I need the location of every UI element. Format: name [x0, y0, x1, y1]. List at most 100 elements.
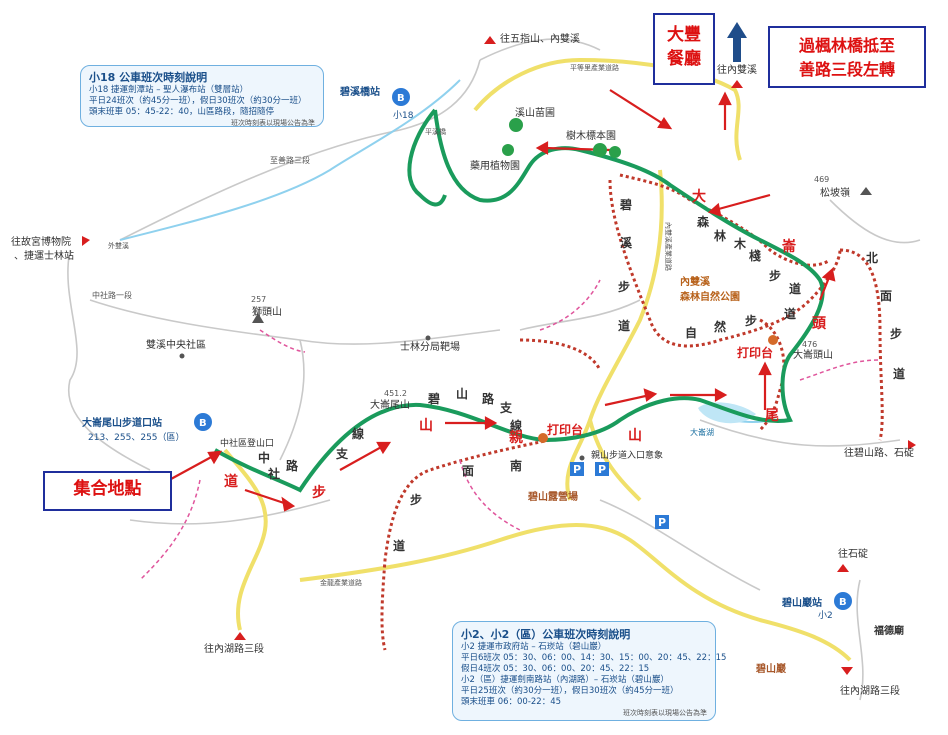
svg-text:步: 步 — [769, 268, 781, 283]
svg-text:路: 路 — [286, 458, 299, 473]
bus18-title: 小18 公車班次時刻說明 — [89, 71, 208, 84]
svg-text:打印台: 打印台 — [737, 345, 773, 360]
label-trailhead: 大崙尾山步道口站 — [82, 416, 162, 429]
svg-text:道: 道 — [784, 306, 796, 321]
svg-text:碧: 碧 — [619, 197, 632, 212]
label-park-1: 內雙溪 — [680, 275, 711, 288]
svg-text:步: 步 — [745, 313, 757, 328]
label-dachongtou: 大崙頭山 — [793, 348, 833, 361]
svg-text:步: 步 — [890, 326, 902, 341]
svg-text:B: B — [199, 418, 207, 429]
label-dachong: 大崙尾山 — [370, 398, 410, 411]
svg-text:山: 山 — [456, 386, 468, 401]
bus2-foot: 班次時刻表以現場公告為準 — [623, 709, 707, 717]
direction-markers — [82, 36, 916, 675]
svg-text:打印台: 打印台 — [547, 422, 583, 437]
svg-text:大: 大 — [692, 188, 706, 205]
label-road3: 金龍產業道路 — [320, 578, 362, 587]
svg-text:步: 步 — [410, 492, 422, 507]
svg-text:P: P — [658, 516, 666, 529]
label-xiao18: 小18 — [393, 110, 414, 121]
label-ox1: 外雙溪 — [108, 241, 129, 250]
label-shitou-alt: 257 — [251, 295, 266, 304]
label-neihu-b: 往內湖路三段 — [840, 684, 900, 697]
svg-text:線: 線 — [510, 418, 522, 433]
svg-text:山: 山 — [628, 428, 642, 444]
point-markers — [179, 335, 585, 461]
label-gugong-1: 往故宮博物院 — [11, 235, 71, 248]
turn-line2: 善路三段左轉 — [798, 60, 895, 79]
label-xiaoshan: 溪山苗圃 — [515, 107, 555, 119]
label-bishanlu: 往碧山路、石碇 — [844, 446, 914, 459]
svg-text:面: 面 — [880, 289, 892, 303]
bus18-l2: 平日24班次（約45分一班），假日30班次（約30分一班） — [89, 96, 307, 106]
label-neihu-a: 往內湖路三段 — [204, 642, 264, 655]
label-shumu: 樹木標本園 — [566, 129, 616, 142]
svg-text:P: P — [598, 463, 606, 476]
svg-text:道: 道 — [393, 538, 405, 553]
label-songbo: 松坡嶺 — [820, 186, 850, 199]
svg-text:步: 步 — [312, 484, 326, 501]
bus2-l1: 小2 捷運市政府站 – 石崁站（碧山巖） — [461, 642, 607, 652]
svg-text:中: 中 — [258, 450, 270, 465]
label-zhongshe-rd: 中社路一段 — [92, 290, 132, 300]
label-dachong-alt: 451.2 — [384, 389, 407, 398]
svg-text:親: 親 — [509, 429, 523, 446]
label-bishanyan-stop: 碧山巖站 — [781, 596, 822, 609]
bus2-l4: 小2（區）捷運劍南路站（內湖路）– 石崁站（碧山巖） — [461, 675, 669, 685]
label-pingxi: 平溪橋 — [425, 127, 446, 136]
direction-arrows — [159, 89, 836, 512]
label-bishan-camp: 碧山露營場 — [527, 490, 578, 503]
label-fudemiao: 福德廟 — [873, 624, 904, 637]
svg-text:碧: 碧 — [427, 391, 440, 406]
label-road: 平等里產業道路 — [570, 63, 619, 72]
bus-stop-icons: B B B — [194, 88, 852, 610]
pink-trails — [139, 279, 881, 581]
label-road2: 內雙溪產業道路 — [664, 222, 673, 271]
svg-text:南: 南 — [510, 458, 522, 473]
svg-text:山: 山 — [419, 418, 433, 434]
north-arrow — [727, 22, 747, 62]
svg-text:步: 步 — [618, 279, 630, 294]
bus18-l3: 頭末班車 05：45-22：40，山區路段，隨招隨停 — [89, 107, 275, 117]
turn-callout: 過楓林橋抵至 善路三段左轉 — [768, 26, 926, 88]
dafeng-line1: 大豐 — [667, 25, 701, 45]
trail-characters: 道 中 社 路 步 支 線 山 碧 山 路 支 線 親 山 大 森 林 木 棧 … — [224, 188, 905, 553]
svg-text:然: 然 — [714, 319, 726, 334]
label-bishan-entry: 親山步道入口意象 — [591, 449, 663, 461]
svg-text:棧: 棧 — [749, 248, 761, 263]
svg-text:路: 路 — [482, 391, 495, 406]
svg-text:B: B — [839, 597, 847, 608]
svg-text:P: P — [573, 463, 581, 476]
minor-roads — [67, 38, 921, 701]
svg-text:道: 道 — [789, 281, 801, 296]
svg-text:支: 支 — [335, 446, 349, 461]
bus-info-xiao2: 小2、小2（區）公車班次時刻說明 小2 捷運市政府站 – 石崁站（碧山巖） 平日… — [452, 621, 726, 721]
svg-text:道: 道 — [618, 318, 630, 333]
label-shilin: 至善路三段 — [270, 155, 310, 165]
label-neishuangxi: 往內雙溪 — [717, 63, 757, 76]
bus2-l6: 頭末班車 06：00-22：45 — [461, 697, 562, 707]
tree-icons — [502, 118, 621, 158]
meet-callout: 集合地點 — [43, 471, 172, 511]
parking-icons: P P P — [570, 462, 669, 529]
bus18-foot: 班次時刻表以現場公告為準 — [231, 119, 315, 127]
label-trailhead-buses: 213、255、255（區） — [88, 432, 185, 443]
turn-line1: 過楓林橋抵至 — [798, 36, 895, 55]
bus-info-xiao18: 小18 公車班次時刻說明 小18 捷運劍潭站 – 聖人瀑布站（雙層站） 平日24… — [80, 65, 324, 127]
svg-text:溪: 溪 — [620, 235, 633, 250]
label-xiao2: 小2 — [818, 610, 833, 621]
label-yaoyong: 藥用植物園 — [470, 159, 520, 172]
major-roads — [223, 57, 852, 662]
svg-text:道: 道 — [893, 366, 905, 381]
label-bixiqiao: 碧溪橋站 — [339, 85, 380, 98]
svg-text:面: 面 — [462, 464, 474, 478]
peak-markers — [252, 187, 872, 323]
label-shitou: 獅頭山 — [252, 305, 282, 318]
label-zhongshe: 中社區登山口 — [220, 437, 274, 449]
svg-text:木: 木 — [733, 236, 747, 251]
label-dachongtou-alt: 476 — [802, 340, 817, 349]
place-labels: 往五指山、內雙溪 往內雙溪 碧溪橋站 小18 溪山苗圃 樹木標本園 藥用植物園 … — [11, 32, 914, 697]
stamp-points — [538, 335, 778, 443]
